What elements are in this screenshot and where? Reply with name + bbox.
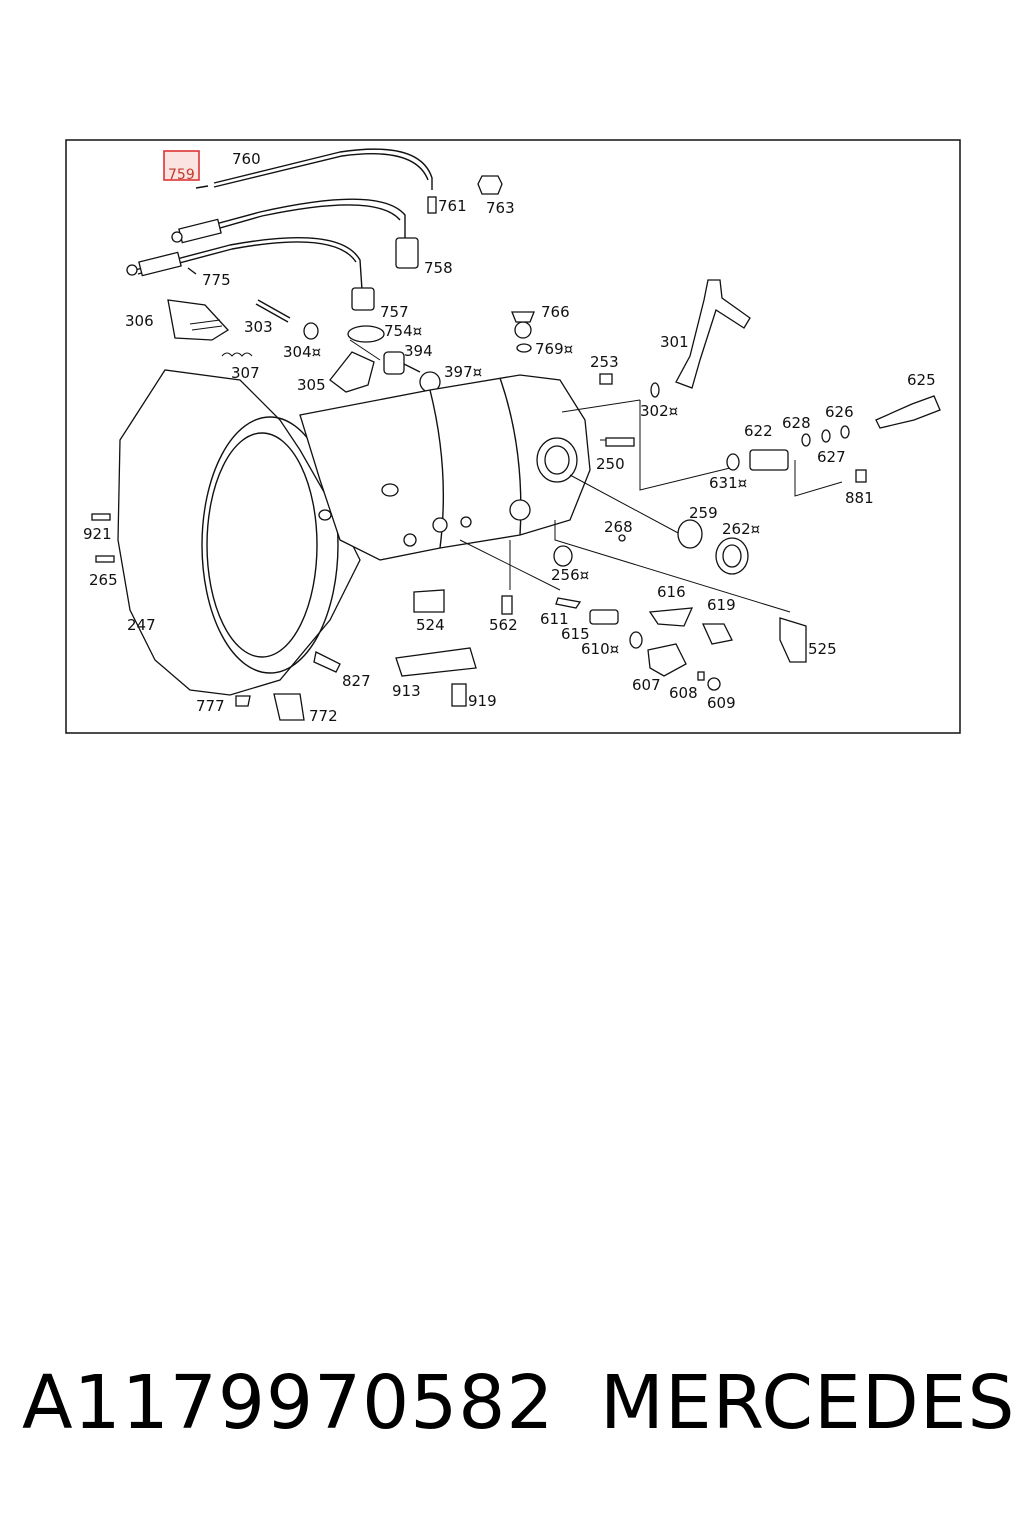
part-labels: 760 759 761 763 775 758 757 306 303 754¤… bbox=[83, 150, 936, 725]
label-631[interactable]: 631¤ bbox=[709, 474, 747, 492]
label-307[interactable]: 307 bbox=[231, 364, 260, 382]
label-303[interactable]: 303 bbox=[244, 318, 273, 336]
label-562[interactable]: 562 bbox=[489, 616, 518, 634]
label-268[interactable]: 268 bbox=[604, 518, 633, 536]
label-256[interactable]: 256¤ bbox=[551, 566, 589, 584]
parts-diagram: 760 759 761 763 775 758 757 306 303 754¤… bbox=[65, 139, 961, 734]
label-827[interactable]: 827 bbox=[342, 672, 371, 690]
label-394[interactable]: 394 bbox=[404, 342, 433, 360]
label-250[interactable]: 250 bbox=[596, 455, 625, 473]
label-626[interactable]: 626 bbox=[825, 403, 854, 421]
label-259[interactable]: 259 bbox=[689, 504, 718, 522]
label-615[interactable]: 615 bbox=[561, 625, 590, 643]
label-758[interactable]: 758 bbox=[424, 259, 453, 277]
label-524[interactable]: 524 bbox=[416, 616, 445, 634]
label-262[interactable]: 262¤ bbox=[722, 520, 760, 538]
label-772[interactable]: 772 bbox=[309, 707, 338, 725]
label-881[interactable]: 881 bbox=[845, 489, 874, 507]
small-parts-right bbox=[235, 279, 941, 721]
label-622[interactable]: 622 bbox=[744, 422, 773, 440]
label-302[interactable]: 302¤ bbox=[640, 402, 678, 420]
label-265[interactable]: 265 bbox=[89, 571, 118, 589]
highlight-box bbox=[163, 150, 200, 181]
label-775[interactable]: 775 bbox=[202, 271, 231, 289]
label-525[interactable]: 525 bbox=[808, 640, 837, 658]
brand-name: MERCEDES bbox=[600, 1360, 1016, 1446]
label-253[interactable]: 253 bbox=[590, 353, 619, 371]
label-913[interactable]: 913 bbox=[392, 682, 421, 700]
diagram-frame bbox=[65, 139, 961, 734]
label-608[interactable]: 608 bbox=[669, 684, 698, 702]
label-763[interactable]: 763 bbox=[486, 199, 515, 217]
label-754[interactable]: 754¤ bbox=[384, 322, 422, 340]
footer-caption: A1179970582 MERCEDES bbox=[0, 1360, 1024, 1480]
label-760[interactable]: 760 bbox=[232, 150, 261, 168]
leader-lines bbox=[349, 339, 843, 613]
cable-assembly bbox=[126, 148, 503, 311]
label-609[interactable]: 609 bbox=[707, 694, 736, 712]
label-610[interactable]: 610¤ bbox=[581, 640, 619, 658]
label-627[interactable]: 627 bbox=[817, 448, 846, 466]
label-757[interactable]: 757 bbox=[380, 303, 409, 321]
label-306[interactable]: 306 bbox=[125, 312, 154, 330]
label-777[interactable]: 777 bbox=[196, 697, 225, 715]
label-247[interactable]: 247 bbox=[127, 616, 156, 634]
label-619[interactable]: 619 bbox=[707, 596, 736, 614]
label-769[interactable]: 769¤ bbox=[535, 340, 573, 358]
label-625[interactable]: 625 bbox=[907, 371, 936, 389]
label-607[interactable]: 607 bbox=[632, 676, 661, 694]
part-number: A1179970582 bbox=[22, 1360, 555, 1446]
label-304[interactable]: 304¤ bbox=[283, 343, 321, 361]
label-628[interactable]: 628 bbox=[782, 414, 811, 432]
label-305[interactable]: 305 bbox=[297, 376, 326, 394]
label-921[interactable]: 921 bbox=[83, 525, 112, 543]
label-761[interactable]: 761 bbox=[438, 197, 467, 215]
small-parts-left bbox=[91, 299, 441, 563]
label-759[interactable]: 759 bbox=[168, 167, 195, 183]
label-766[interactable]: 766 bbox=[541, 303, 570, 321]
label-397[interactable]: 397¤ bbox=[444, 363, 482, 381]
label-919[interactable]: 919 bbox=[468, 692, 497, 710]
label-301[interactable]: 301 bbox=[660, 333, 689, 351]
label-616[interactable]: 616 bbox=[657, 583, 686, 601]
transmission-housing bbox=[117, 369, 591, 696]
label-611[interactable]: 611 bbox=[540, 610, 569, 628]
